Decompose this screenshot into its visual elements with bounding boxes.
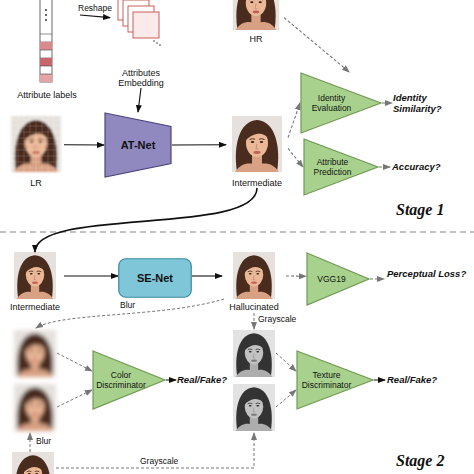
input-arrow xyxy=(276,390,296,407)
image-node: Hallucinated xyxy=(222,252,286,312)
flow-arrow xyxy=(35,188,257,252)
evaluator-triangle-shape xyxy=(301,73,381,133)
dashed-arrow xyxy=(286,275,306,276)
flow-arrow xyxy=(172,144,226,145)
network-block-shape xyxy=(119,259,192,298)
output-label: Accuracy? xyxy=(392,161,472,172)
node-text: HR xyxy=(225,34,287,44)
hr-face xyxy=(233,0,279,30)
dashed-arrow xyxy=(288,103,300,138)
attribute-vector-node: Attribute labels xyxy=(14,0,80,100)
output-arrow xyxy=(370,279,384,280)
node-text: VGG19 xyxy=(309,274,354,284)
embedding-node: Attributes Embedding xyxy=(110,0,172,88)
output-label: Real/Fake? xyxy=(387,374,457,385)
node-text: Hallucinated xyxy=(219,302,289,312)
stage-label: Stage 1 xyxy=(396,201,472,219)
network-block: AT-Net xyxy=(104,112,172,178)
output-label: Identity Similarity? xyxy=(393,92,473,114)
dashed-arrow xyxy=(288,148,303,167)
image-node: Intermediate xyxy=(6,252,64,312)
hr-face xyxy=(12,452,54,474)
flow-arrow xyxy=(64,275,118,276)
node-text: SE-Net xyxy=(137,272,173,284)
evaluator-triangle-shape xyxy=(307,253,369,305)
grayscale-face xyxy=(233,330,275,377)
operation-label: Blur xyxy=(120,300,150,311)
blur-arrow xyxy=(36,299,224,328)
blurred-face xyxy=(14,330,56,377)
network-block-shape xyxy=(105,113,171,177)
grayscale-arrow xyxy=(56,433,254,468)
flow-arrow xyxy=(138,88,141,112)
node-text: Attribute Prediction xyxy=(306,157,359,177)
attribute-vector xyxy=(40,0,52,82)
grayscale-face xyxy=(233,384,275,431)
output-arrow xyxy=(379,167,390,168)
attribute-maps xyxy=(118,0,161,46)
evaluator-triangle: Identity Evaluation xyxy=(300,72,382,134)
node-text: Texture Discriminator xyxy=(299,370,354,390)
image-node: LR xyxy=(8,116,64,188)
intermediate-face xyxy=(14,252,56,299)
input-arrow xyxy=(57,353,92,371)
input-arrow xyxy=(276,353,296,371)
node-text: AT-Net xyxy=(121,139,156,151)
stage-label: Stage 2 xyxy=(396,452,472,470)
flow-arrow xyxy=(80,15,110,18)
dashed-arrow xyxy=(284,18,349,72)
output-label: Perceptual Loss? xyxy=(387,268,473,279)
network-block: SE-Net xyxy=(118,258,192,298)
intermediate-face xyxy=(232,116,282,172)
node-text: Attributes Embedding xyxy=(107,68,175,88)
grayscale-arrow xyxy=(254,313,255,329)
stage-separator xyxy=(0,231,474,232)
output-arrow xyxy=(166,380,176,381)
node-text: Attribute labels xyxy=(11,90,83,100)
discriminator-triangle-shape xyxy=(93,351,165,409)
node-text: Intermediate xyxy=(3,302,67,312)
hallucinated-face xyxy=(233,252,275,299)
operation-label: Grayscale xyxy=(140,456,200,467)
operation-label: Grayscale xyxy=(258,314,318,325)
output-arrow xyxy=(374,380,385,381)
edge-label: Reshape xyxy=(78,3,112,13)
discriminator-triangle: Texture Discriminator xyxy=(296,350,374,410)
node-text: Intermediate xyxy=(223,178,291,188)
blur-arrow xyxy=(30,433,31,452)
operation-label: Blur xyxy=(36,436,66,447)
flow-arrow xyxy=(192,275,222,276)
evaluator-triangle: Attribute Prediction xyxy=(303,138,379,196)
lr-face xyxy=(11,116,61,172)
blurred-face xyxy=(14,384,56,431)
discriminator-triangle: Color Discriminator xyxy=(92,350,166,410)
flow-arrow xyxy=(64,144,104,145)
discriminator-triangle-shape xyxy=(297,351,373,409)
image-node: HR xyxy=(228,0,284,44)
node-text: LR xyxy=(5,178,67,188)
evaluator-triangle: VGG19 xyxy=(306,252,370,306)
output-arrow xyxy=(382,103,392,104)
node-text: Identity Evaluation xyxy=(303,93,360,113)
output-label: Real/Fake? xyxy=(177,374,233,385)
input-arrow xyxy=(57,390,92,407)
evaluator-triangle-shape xyxy=(304,139,378,195)
node-text: Color Discriminator xyxy=(95,370,147,390)
image-node: Intermediate xyxy=(226,116,288,188)
